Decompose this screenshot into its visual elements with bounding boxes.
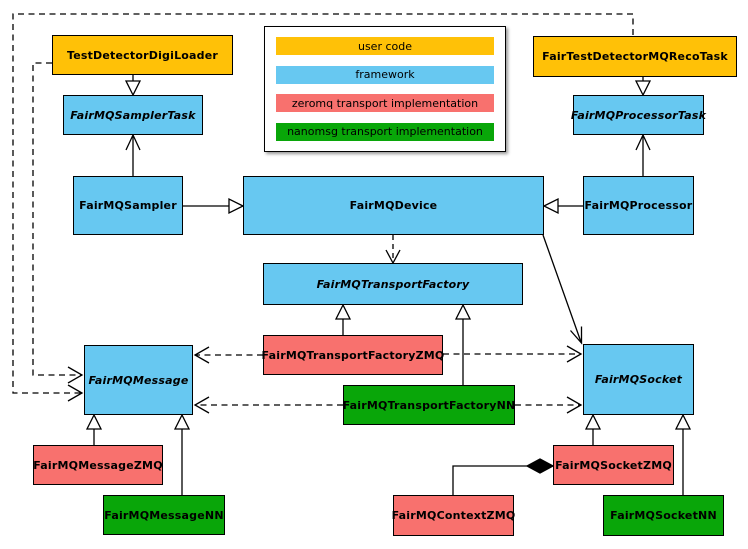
node-fairmqsampler: FairMQSampler (73, 176, 183, 235)
legend: user code framework zeromq transport imp… (264, 26, 506, 152)
edge-device-transportfactory-dependency (385, 235, 401, 265)
edge-socketnn-socket-inheritance (674, 413, 692, 495)
node-fairmqmessagenn: FairMQMessageNN (103, 495, 225, 535)
edge-sampler-samplertask-association (125, 133, 141, 176)
edge-recotask-message-dependency (12, 13, 634, 402)
node-fairmqtransportfactorynn: FairMQTransportFactoryNN (343, 385, 515, 425)
legend-item-nanomsg: nanomsg transport implementation (276, 122, 494, 141)
node-fairmqsocketzmq: FairMQSocketZMQ (553, 445, 674, 485)
edge-socketzmq-socket-inheritance (584, 413, 602, 445)
node-fairtestdetectormqrecotask: FairTestDetectorMQRecoTask (533, 36, 737, 77)
edge-processor-device-inheritance (542, 197, 583, 215)
edge-messagezmq-message-inheritance (85, 413, 103, 445)
node-fairmqcontextzmq: FairMQContextZMQ (392, 495, 515, 536)
edge-sampler-device-inheritance (183, 197, 245, 215)
edge-contextzmq-socketzmq-composition (452, 458, 555, 495)
edge-device-socket-association (542, 234, 583, 345)
node-fairmqtransportfactoryzmq: FairMQTransportFactoryZMQ (262, 335, 444, 375)
node-fairmqdevice: FairMQDevice (243, 176, 544, 235)
edge-messagenn-message-inheritance (173, 413, 191, 495)
legend-item-user-code: user code (276, 37, 494, 55)
node-fairmqprocessor: FairMQProcessor (583, 176, 694, 235)
edge-factorynn-factory-inheritance (454, 303, 472, 385)
legend-item-zeromq: zeromq transport implementation (276, 94, 494, 113)
node-fairmqtransportfactory: FairMQTransportFactory (263, 263, 523, 305)
edge-factoryzmq-factory-inheritance (334, 303, 352, 335)
node-testdetectordigiloader: TestDetectorDigiLoader (52, 35, 233, 75)
edge-recotask-processortask-inheritance (634, 77, 652, 97)
node-fairmqsamplertask: FairMQSamplerTask (63, 95, 203, 135)
edge-factoryzmq-message-dependency (193, 346, 263, 364)
node-fairmqmessagezmq: FairMQMessageZMQ (33, 445, 163, 485)
edge-digiloader-samplertask-inheritance (124, 75, 142, 97)
edge-factorynn-socket-dependency (515, 396, 583, 414)
node-fairmqsocket: FairMQSocket (583, 344, 694, 415)
composition-diamond-icon (525, 458, 555, 474)
node-fairmqmessage: FairMQMessage (84, 345, 193, 415)
node-fairmqsocketnn: FairMQSocketNN (603, 495, 724, 536)
edge-processor-processortask-association (635, 133, 651, 176)
node-fairmqprocessortask: FairMQProcessorTask (571, 95, 706, 135)
legend-item-framework: framework (276, 65, 494, 84)
edge-factorynn-message-dependency (193, 396, 343, 414)
edge-factoryzmq-socket-dependency (443, 345, 583, 363)
edge-digiloader-message-dependency (32, 62, 84, 384)
